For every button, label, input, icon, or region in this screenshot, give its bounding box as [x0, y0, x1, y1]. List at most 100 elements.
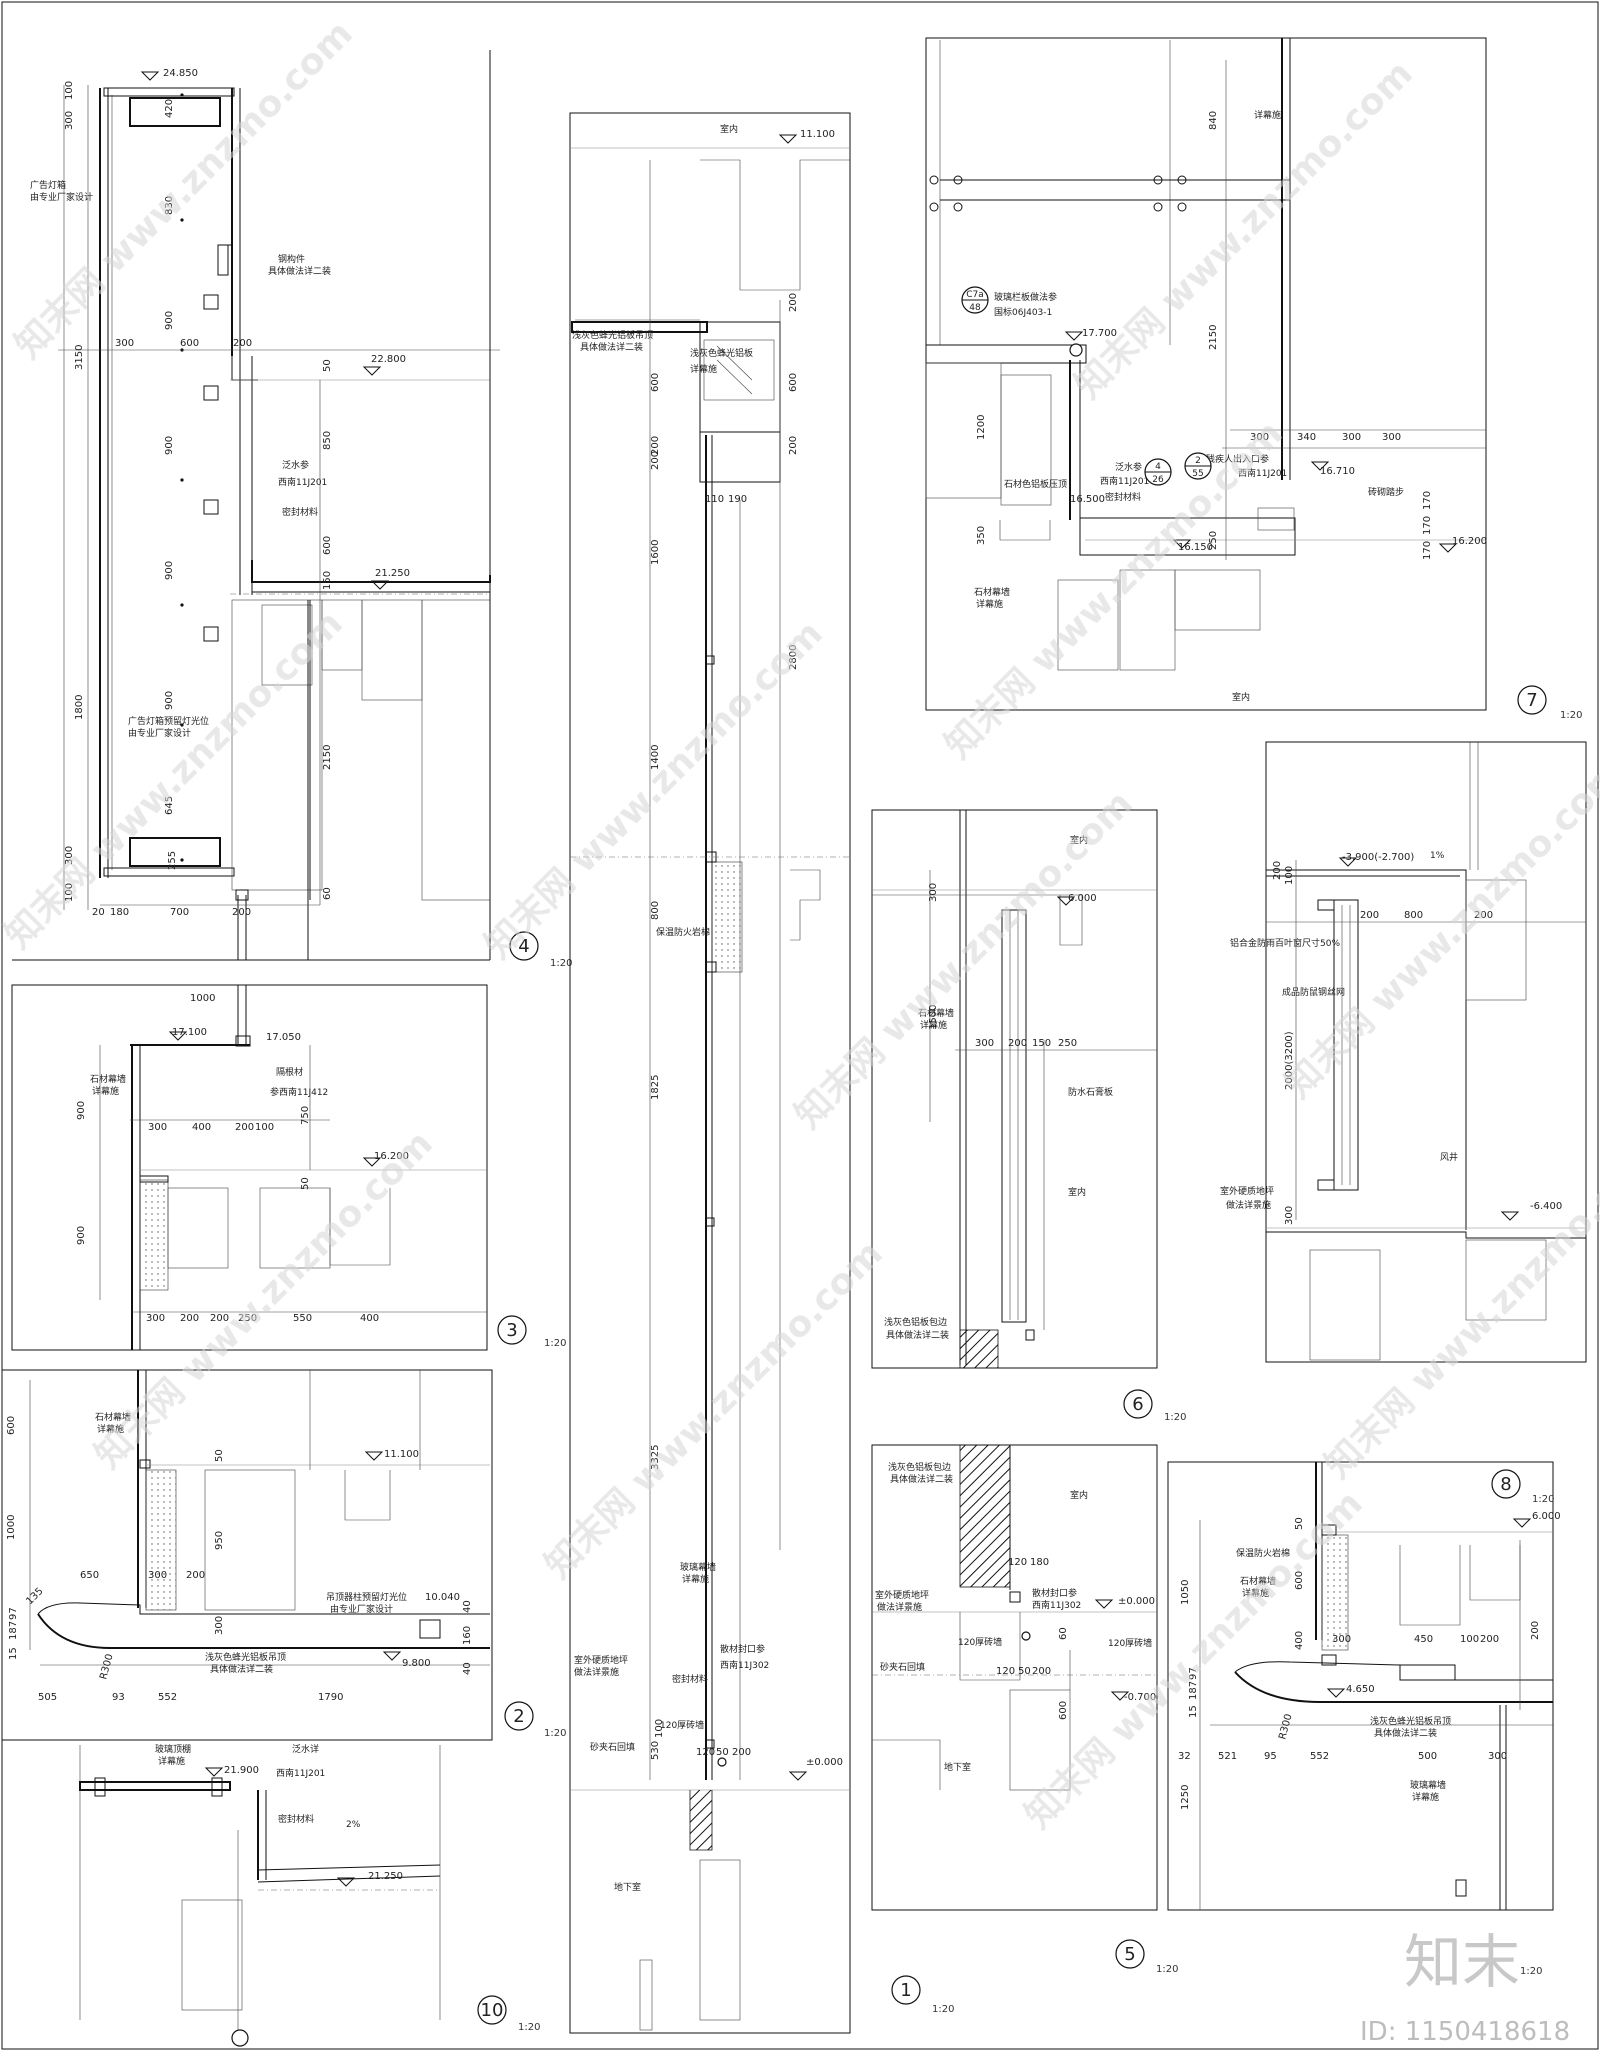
- note-stone-curtain: 石材幕墙: [1240, 1575, 1276, 1587]
- note-basement: 地下室: [944, 1761, 971, 1773]
- dim: 900: [164, 691, 175, 710]
- dim: 200: [186, 1570, 205, 1581]
- note-barrier: 隔根材: [276, 1066, 303, 1078]
- level-16710: 16.710: [1320, 466, 1355, 477]
- dim: 1200: [976, 415, 987, 440]
- dim: 200: [1474, 910, 1493, 921]
- note-insulation: 保温防火岩棉: [1236, 1547, 1290, 1559]
- dim: 200: [1008, 1038, 1027, 1049]
- dim: 60: [1058, 1627, 1069, 1640]
- ref-c7a: C7a: [966, 290, 984, 300]
- note-glass-railing: 玻璃栏板做法参: [994, 291, 1057, 303]
- dim: 170: [1422, 491, 1433, 510]
- dim: 900: [76, 1101, 87, 1120]
- note-glass-curtain: 玻璃幕墙: [1410, 1779, 1446, 1791]
- dim: 800: [650, 901, 661, 920]
- note-see-curtain: 详幕施: [682, 1573, 709, 1585]
- dim: 180: [1030, 1557, 1049, 1568]
- dim: 2000(3200): [1284, 1031, 1295, 1090]
- dim: 200: [233, 338, 252, 349]
- dim: 15: [1188, 1705, 1199, 1718]
- dim: 521: [1218, 1751, 1237, 1762]
- dim: 150: [1032, 1038, 1051, 1049]
- note-std-11j201: 西南11J201: [278, 476, 327, 488]
- dim: 750: [300, 1106, 311, 1125]
- dim: 300: [1382, 432, 1401, 443]
- watermark: 知末网 www.znzmo.com: [1277, 753, 1600, 1106]
- detail-8-marker: [1491, 1469, 1521, 1499]
- dim: 200: [1480, 1634, 1499, 1645]
- ref-4: 4: [1155, 462, 1161, 472]
- dim: 187: [8, 1621, 19, 1640]
- dim: 505: [38, 1692, 57, 1703]
- detail-3-scale: 1:20: [544, 1338, 566, 1349]
- dim: 300: [214, 1616, 225, 1635]
- dim: 250: [238, 1313, 257, 1324]
- watermark: 知末网 www.znzmo.com: [0, 603, 351, 956]
- dim: 1000: [190, 993, 215, 1004]
- detail-3-marker: [497, 1315, 527, 1345]
- note-alum-ceiling: 浅灰色蜂光铝板吊顶: [1370, 1715, 1451, 1727]
- dim: 120: [1008, 1557, 1027, 1568]
- dim: 600: [6, 1416, 17, 1435]
- dim: 340: [1297, 432, 1316, 443]
- note-brick-wall: 120厚砖墙: [660, 1719, 704, 1731]
- dim: 170: [1422, 516, 1433, 535]
- note-slope: 1%: [1430, 851, 1445, 861]
- dim: 600: [1058, 1701, 1069, 1720]
- note-indoor-2: 室内: [1068, 1186, 1086, 1198]
- note-stone-curtain: 石材幕墙: [90, 1073, 126, 1085]
- note-backfill: 砂夹石回填: [880, 1661, 925, 1673]
- note-lightbox-light: 广告灯箱预留灯光位: [128, 715, 209, 727]
- dim: 300: [64, 111, 75, 130]
- dim: 650: [80, 1570, 99, 1581]
- note-air-shaft: 风井: [1440, 1151, 1458, 1163]
- level-17700: 17.700: [1082, 328, 1117, 339]
- dim: 200: [232, 907, 251, 918]
- dim: 550: [293, 1313, 312, 1324]
- note-indoor: 室内: [720, 123, 738, 135]
- dim: 420: [164, 99, 175, 118]
- dim: 1250: [1180, 1785, 1191, 1810]
- watermark: 知末网 www.znzmo.com: [1067, 53, 1420, 406]
- detail-3: 1000 17.100 17.050 16.200 石材幕墙 详幕施 隔根材 参…: [11, 984, 566, 1351]
- dim: 97: [1188, 1667, 1199, 1680]
- dim: 200: [1360, 910, 1379, 921]
- detail-4-marker: [509, 931, 539, 961]
- note-see-decor: 具体做法详二装: [890, 1473, 953, 1485]
- note-stone-curtain: 石材幕墙: [974, 586, 1010, 598]
- note-slope: 2%: [346, 1820, 361, 1830]
- note-alum-coping: 石材色铝板压顶: [1004, 478, 1067, 490]
- detail-3-number: 3: [506, 1320, 517, 1341]
- dim: 250: [1208, 531, 1219, 550]
- dim: 50: [716, 1747, 729, 1758]
- note-louver: 铝合金防雨百叶窗尺寸50%: [1230, 937, 1340, 949]
- note-indoor: 室内: [1070, 1489, 1088, 1501]
- level-22800: 22.800: [371, 354, 406, 365]
- dim: 300: [148, 1122, 167, 1133]
- detail-8-scale: 1:20: [1532, 1494, 1554, 1505]
- detail-4-scale: 1:20: [550, 958, 572, 969]
- note-sealant: 密封材料: [282, 506, 318, 518]
- dim: 552: [158, 1692, 177, 1703]
- detail-7-scale: 1:20: [1560, 710, 1582, 721]
- dim: 950: [214, 1531, 225, 1550]
- note-see-curtain: 详幕施: [1412, 1791, 1439, 1803]
- note-see-curtain: 详幕施: [97, 1423, 124, 1435]
- note-std-11j412: 参西南11J412: [270, 1086, 328, 1098]
- detail-10-scale: 1:20: [518, 2022, 540, 2033]
- dim: 2800: [788, 645, 799, 670]
- note-flashing: 泛水详: [292, 1743, 319, 1755]
- dim: 100: [1460, 1634, 1479, 1645]
- dim: 300: [928, 883, 939, 902]
- dim: 190: [728, 494, 747, 505]
- level-17100: 17.100: [172, 1027, 207, 1038]
- detail-2: 11.100 10.040 9.800 石材幕墙 详幕施 吊顶器柱预留灯光位 由…: [1, 1369, 566, 1741]
- detail-1-marker: [891, 1975, 921, 2005]
- dim: 400: [360, 1313, 379, 1324]
- detail-6-scale: 1:20: [1164, 1412, 1186, 1423]
- level-minus3900: -3.900(-2.700): [1342, 852, 1414, 863]
- dim: 900: [164, 311, 175, 330]
- note-indoor: 室内: [1232, 691, 1250, 703]
